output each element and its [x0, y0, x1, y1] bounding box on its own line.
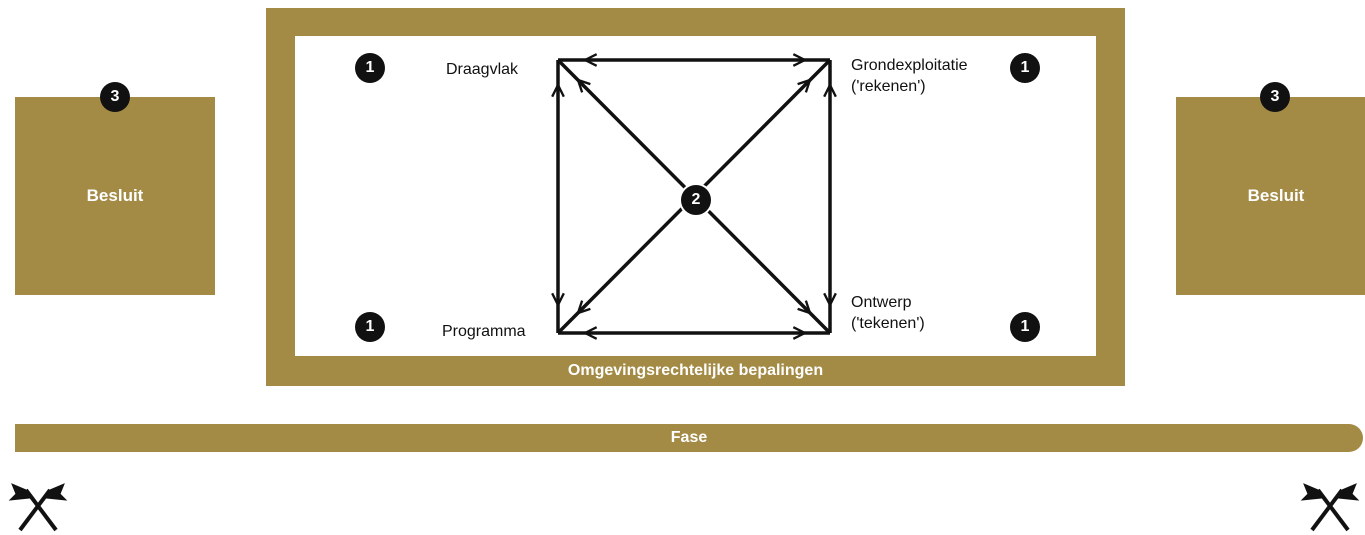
besluit-box-left: Besluit	[15, 97, 215, 295]
badge-3-left: 3	[100, 82, 130, 112]
label-ontwerp-line2: ('tekenen')	[851, 315, 925, 332]
crossed-flags-icon	[1300, 483, 1360, 532]
label-grondexploitatie: Grondexploitatie ('rekenen')	[851, 55, 968, 97]
label-draagvlak: Draagvlak	[446, 61, 519, 78]
badge-1-top-left: 1	[355, 53, 385, 83]
badge-3-right: 3	[1260, 82, 1290, 112]
badge-1-bottom-right: 1	[1010, 312, 1040, 342]
besluit-label-left: Besluit	[86, 186, 144, 205]
label-ontwerp-line1: Ontwerp	[851, 294, 912, 311]
besluit-label-right: Besluit	[1247, 186, 1305, 205]
label-ontwerp: Ontwerp ('tekenen')	[851, 292, 925, 334]
label-grondexploitatie-line1: Grondexploitatie	[851, 57, 968, 74]
frame-label: Omgevingsrechtelijke bepalingen	[567, 362, 824, 379]
badge-1-top-right: 1	[1010, 53, 1040, 83]
besluit-box-right: Besluit	[1176, 97, 1365, 295]
phase-bar: Fase	[15, 424, 1363, 452]
crossed-flags-icon	[8, 483, 68, 532]
badge-1-bottom-left: 1	[355, 312, 385, 342]
badge-2-center: 2	[679, 183, 713, 217]
label-grondexploitatie-line2: ('rekenen')	[851, 78, 926, 95]
label-programma: Programma	[442, 323, 526, 340]
